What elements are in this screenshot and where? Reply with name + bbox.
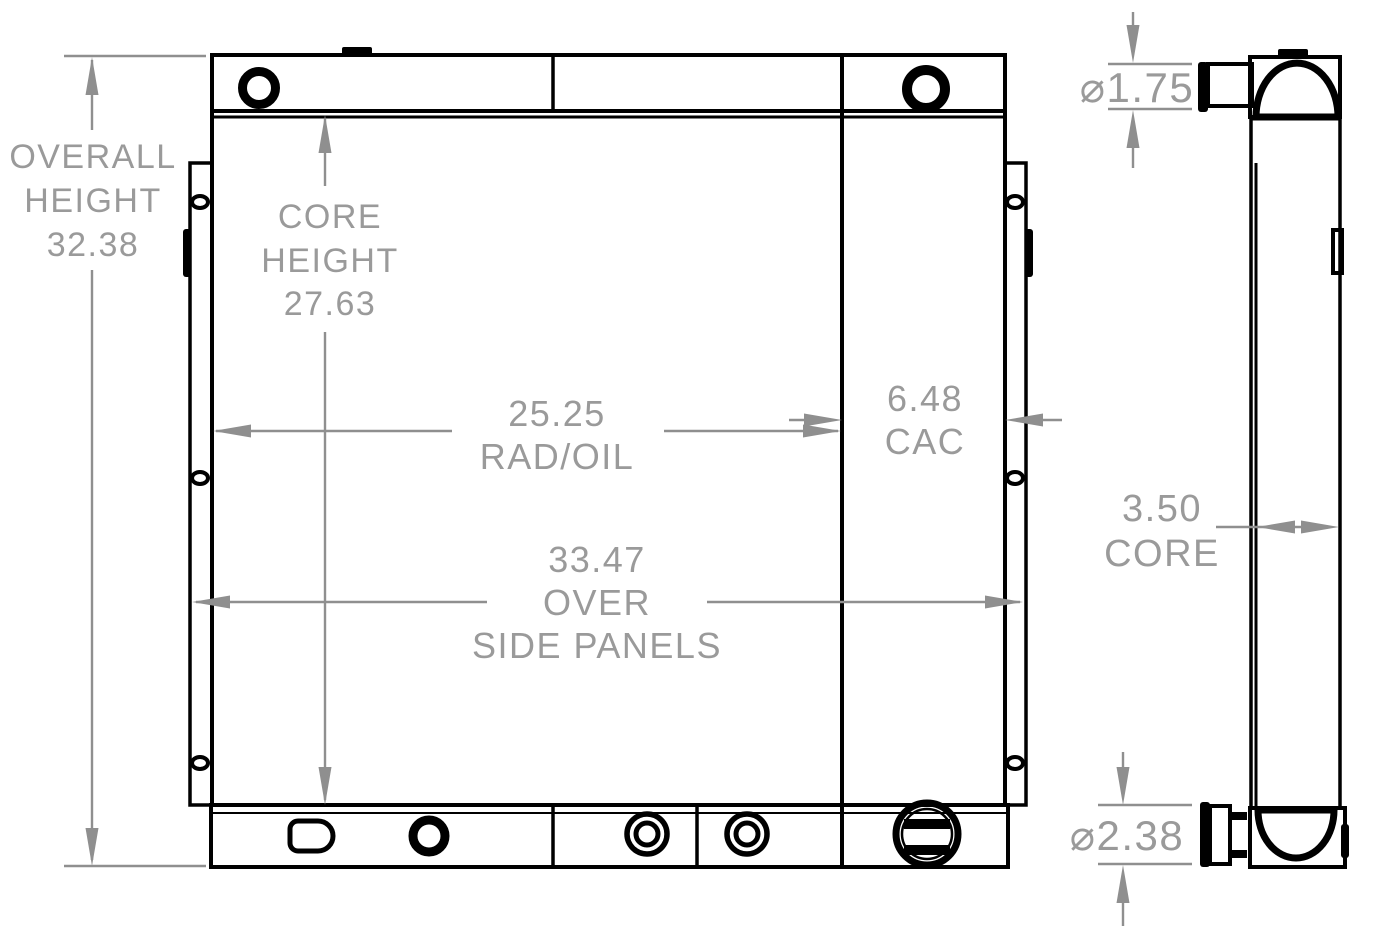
- bottom-stub-barb-top: [1230, 812, 1247, 820]
- arrowhead-up: [318, 115, 332, 153]
- arrowhead-left: [1257, 520, 1295, 534]
- bottom-tank: [209, 803, 1010, 869]
- right-panel-tab: [1025, 229, 1033, 277]
- bottom-ring-port-2-outer: [724, 811, 770, 857]
- dimension-overall-height: OVERALL HEIGHT 32.38: [9, 54, 206, 868]
- bottom-d-port: [287, 818, 336, 854]
- core-height-label-2: HEIGHT: [261, 242, 398, 280]
- arrowhead-up: [85, 57, 99, 95]
- bottom-drain-port: [408, 815, 450, 857]
- bottom-stub-barb-bottom: [1230, 850, 1247, 858]
- rad-oil-label: RAD/OIL: [480, 436, 635, 477]
- left-side-panel: [188, 161, 212, 807]
- side-bottom-tab: [1341, 824, 1349, 858]
- top-left-port: [238, 67, 280, 109]
- arrowhead-right: [985, 595, 1023, 609]
- dimension-bottom-port-diameter: ⌀2.38: [1070, 752, 1192, 926]
- left-panel-hole-bottom: [190, 755, 210, 771]
- front-view: [183, 47, 1033, 869]
- arrowhead-left: [213, 424, 251, 438]
- over-side-panels-label-1: OVER: [543, 582, 651, 623]
- core-height-value: 27.63: [284, 285, 377, 323]
- side-bottom-port-bowl: [1254, 806, 1338, 862]
- side-top-tab: [1278, 49, 1308, 57]
- plug-slot-bar-top: [904, 819, 950, 829]
- arrowhead-up: [1126, 110, 1140, 148]
- plug-inner-ring: [900, 807, 954, 861]
- side-top-port-dome: [1252, 59, 1342, 121]
- dimension-core-depth: 3.50 CORE: [1104, 488, 1339, 575]
- core-depth-label: CORE: [1104, 533, 1220, 575]
- arrowhead-right: [1301, 520, 1339, 534]
- bottom-stub-neck: [1208, 804, 1232, 866]
- arrowhead-left: [192, 595, 230, 609]
- dimension-core-height: CORE HEIGHT 27.63: [261, 115, 398, 805]
- arrowhead-right: [804, 413, 842, 427]
- over-side-panels-label-2: SIDE PANELS: [472, 625, 722, 666]
- cac-value: 6.48: [887, 378, 963, 419]
- arrowhead-down: [318, 767, 332, 805]
- overall-height-value: 32.38: [47, 226, 140, 264]
- top-port-diameter-value: ⌀1.75: [1080, 64, 1195, 111]
- over-side-panels-value: 33.47: [548, 539, 646, 580]
- bottom-stub-flange: [1200, 802, 1210, 867]
- top-tank: [210, 53, 1007, 113]
- bottom-ring-port-2-inner: [733, 820, 761, 848]
- side-right-tab: [1331, 228, 1344, 275]
- left-panel-hole-top: [190, 194, 210, 210]
- plug-slot-bar-bottom: [904, 845, 950, 855]
- right-panel-hole-top: [1005, 194, 1025, 210]
- left-panel-tab: [183, 229, 191, 277]
- core-depth-value: 3.50: [1122, 488, 1202, 530]
- arrowhead-left: [1005, 413, 1043, 427]
- arrowhead-down: [1126, 25, 1140, 63]
- bottom-ring-port-1-outer: [624, 811, 670, 857]
- rad-oil-value: 25.25: [508, 393, 606, 434]
- side-view: [1198, 49, 1349, 869]
- arrowhead-right: [803, 424, 841, 438]
- arrowhead-up: [1116, 865, 1130, 903]
- plug-outer-ring: [892, 799, 962, 869]
- arrowhead-down: [1116, 767, 1130, 805]
- top-stub-flange: [1198, 62, 1208, 112]
- top-stub-body: [1206, 62, 1254, 108]
- bottom-ring-port-1-inner: [633, 820, 661, 848]
- left-panel-hole-middle: [190, 470, 210, 486]
- dimension-over-side-panels: 33.47 OVER SIDE PANELS: [192, 539, 1023, 666]
- top-mounting-tab: [342, 47, 372, 56]
- overall-height-label-1: OVERALL: [9, 138, 176, 176]
- dimension-cac-width: 6.48 CAC: [789, 378, 1062, 462]
- core-height-label-1: CORE: [278, 198, 382, 236]
- bottom-port-diameter-value: ⌀2.38: [1070, 812, 1185, 859]
- top-right-port: [902, 65, 950, 113]
- overall-height-label-2: HEIGHT: [24, 182, 161, 220]
- right-panel-hole-middle: [1005, 470, 1025, 486]
- right-side-panel: [1005, 161, 1028, 807]
- cac-label: CAC: [885, 421, 966, 462]
- bottom-slotted-plug: [892, 799, 962, 869]
- dimension-rad-oil-width: 25.25 RAD/OIL: [213, 393, 841, 477]
- dimension-top-port-diameter: ⌀1.75: [1080, 12, 1195, 168]
- right-panel-hole-bottom: [1005, 755, 1025, 771]
- arrowhead-down: [85, 828, 99, 866]
